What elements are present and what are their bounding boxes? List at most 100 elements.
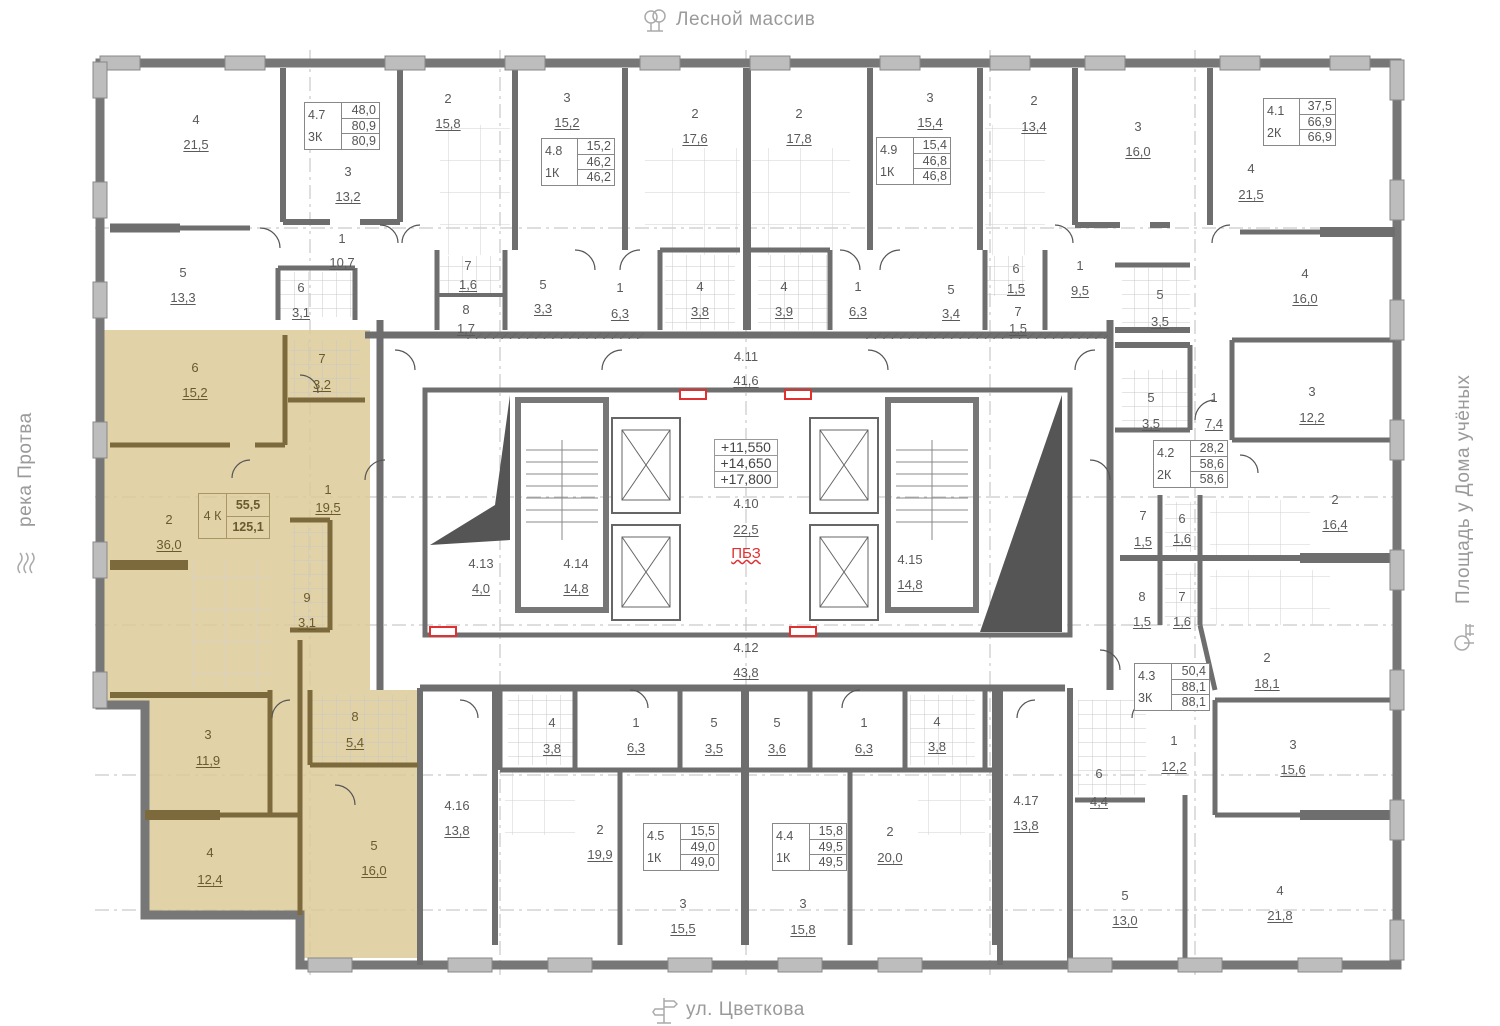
- apartment-number: 4.2: [1157, 446, 1175, 460]
- room-area: 5,4: [345, 735, 365, 750]
- door-swing: [867, 349, 889, 371]
- signpost-icon: [652, 998, 678, 1024]
- door-swing: [574, 249, 596, 271]
- orientation-top-label: Лесной массив: [676, 9, 816, 30]
- hatched-wall: [465, 333, 645, 339]
- room-number: 1: [616, 280, 624, 295]
- room-area: 21,8: [1267, 908, 1293, 923]
- tiled-floor: [440, 256, 500, 296]
- room-number: 4.15: [897, 552, 923, 567]
- room-number: 3: [563, 90, 571, 105]
- door-swing: [601, 349, 623, 371]
- elevator-car: [819, 429, 869, 501]
- room-area: 43,8: [733, 665, 759, 680]
- door-swing: [394, 349, 416, 371]
- room-number: 2: [886, 824, 894, 839]
- room-area: 13,0: [1112, 913, 1138, 928]
- room-number: 9: [303, 590, 311, 605]
- door-swing: [364, 459, 386, 481]
- window: [547, 957, 593, 973]
- room-area: 1,6: [458, 277, 478, 292]
- tiled-floor: [985, 125, 1045, 255]
- room-area: 3,5: [1141, 416, 1161, 431]
- total-area-with-balcony: 58,6: [1199, 472, 1224, 487]
- total-area: 58,6: [1190, 457, 1227, 473]
- room-area: 20,0: [877, 850, 903, 865]
- room-number: 1: [860, 715, 868, 730]
- window: [1389, 419, 1405, 461]
- room-number: 7: [1014, 304, 1022, 319]
- apartment-type: 1К: [647, 851, 662, 865]
- room-number: 3: [679, 896, 687, 911]
- total-area-with-balcony: 66,9: [1307, 130, 1332, 145]
- window: [777, 957, 823, 973]
- tiled-floor: [752, 148, 850, 255]
- room-number: 3: [344, 164, 352, 179]
- room-area: 12,4: [197, 872, 223, 887]
- total-area: 80,9: [342, 119, 379, 135]
- living-area: 15,8: [809, 824, 846, 840]
- room-area: 13,8: [444, 823, 470, 838]
- building-core: [422, 387, 1073, 638]
- window: [1297, 957, 1343, 973]
- room-area: 1,5: [1006, 281, 1026, 296]
- living-area: 37,5: [1299, 99, 1335, 115]
- room-area: 15,4: [917, 115, 943, 130]
- door-swing: [1074, 349, 1096, 371]
- room-number: 4: [192, 112, 200, 127]
- tiled-floor: [290, 340, 360, 398]
- elevation: +14,650: [715, 456, 777, 472]
- window: [1084, 55, 1126, 71]
- total-area: 49,5: [809, 840, 846, 856]
- living-area: 28,2: [1190, 441, 1227, 457]
- room-area: 22,5: [733, 522, 759, 537]
- room-area: 12,2: [1161, 759, 1187, 774]
- room-area: 3,3: [533, 301, 553, 316]
- room-area: 21,5: [183, 137, 209, 152]
- door-swing: [1239, 454, 1259, 474]
- total-area-with-balcony: 46,8: [922, 169, 947, 184]
- room-area: 3,5: [1150, 314, 1170, 329]
- room-number: 1: [1210, 390, 1218, 405]
- highlighted-apartment-box[interactable]: 4 К 55,5 125,1: [198, 493, 270, 539]
- room-number: 2: [1263, 650, 1271, 665]
- room-number: 1: [1076, 258, 1084, 273]
- forest-icon: [644, 9, 666, 32]
- apartment-type: 1К: [545, 166, 560, 180]
- elevator-x: [621, 429, 671, 501]
- room-number: 4: [780, 279, 788, 294]
- room-number: 5: [539, 277, 547, 292]
- room-area: 36,0: [156, 537, 182, 552]
- room-number: 2: [444, 91, 452, 106]
- door-swing: [271, 699, 291, 719]
- room-area: 41,6: [733, 373, 759, 388]
- window: [1389, 59, 1405, 101]
- window: [879, 55, 921, 71]
- window: [1389, 919, 1405, 961]
- tiled-floor: [910, 695, 975, 765]
- door-swing: [1054, 224, 1074, 244]
- window: [92, 181, 108, 219]
- tiled-floor: [1122, 268, 1190, 328]
- door-swing: [259, 227, 281, 249]
- room-area: 13,3: [170, 290, 196, 305]
- room-area: 1,5: [1008, 321, 1028, 336]
- room-number: 7: [464, 258, 472, 273]
- room-number: 4.14: [563, 556, 589, 571]
- room-area: 16,0: [1125, 144, 1151, 159]
- door-swing: [1099, 649, 1121, 671]
